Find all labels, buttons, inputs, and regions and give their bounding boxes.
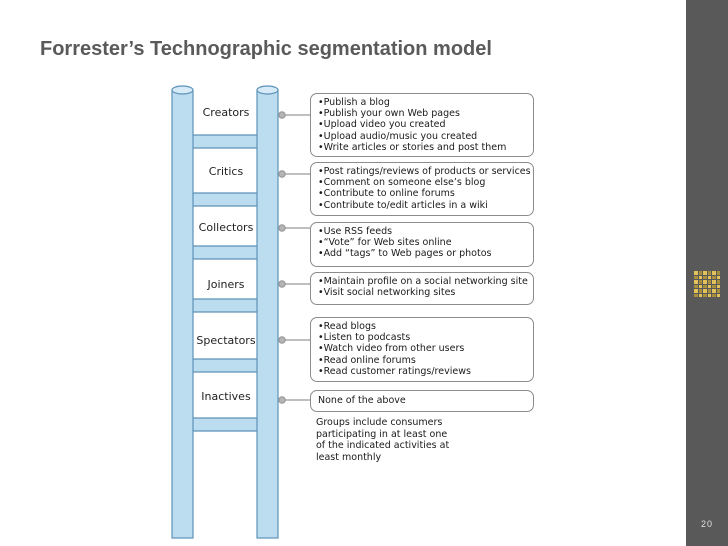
footnote-line: of the indicated activities at: [316, 440, 450, 451]
page-title: Forrester’s Technographic segmentation m…: [40, 38, 492, 60]
inactives-text: None of the above: [318, 395, 406, 406]
list-item: Listen to podcasts: [318, 332, 526, 343]
list-item: Add “tags” to Web pages or photos: [318, 248, 526, 259]
tier-label-collectors: Collectors: [198, 221, 254, 234]
list-item: Maintain profile on a social networking …: [318, 276, 528, 287]
list-item: Watch video from other users: [318, 343, 526, 354]
footnote-line: participating in at least one: [316, 428, 448, 440]
list-item: Publish your own Web pages: [318, 108, 526, 119]
critics-activities: Post ratings/reviews of products or serv…: [310, 162, 534, 216]
footnote-line: least monthly: [316, 451, 382, 463]
list-item: Read blogs: [318, 321, 526, 332]
list-item: Read online forums: [318, 355, 526, 366]
logo-grid-icon: [694, 271, 720, 297]
ladder-left-rail: [171, 85, 194, 539]
footnote-line: Groups include consumers: [316, 417, 443, 428]
side-bar: [686, 0, 728, 546]
list-item: “Vote” for Web sites online: [318, 237, 526, 248]
list-item: Contribute to online forums: [318, 188, 526, 199]
tier-label-critics: Critics: [208, 165, 244, 178]
collectors-activities: Use RSS feeds “Vote” for Web sites onlin…: [310, 222, 534, 267]
spectators-activities: Read blogs Listen to podcasts Watch vide…: [310, 317, 534, 382]
inactives-activities: None of the above: [310, 390, 534, 412]
tier-label-creators: Creators: [202, 106, 250, 119]
joiners-activities: Maintain profile on a social networking …: [310, 272, 534, 305]
list-item: Use RSS feeds: [318, 226, 526, 237]
list-item: Upload audio/music you created: [318, 131, 526, 142]
footnote: Groups include consumers participating i…: [316, 417, 456, 463]
creators-activities: Publish a blog Publish your own Web page…: [310, 93, 534, 157]
list-item: Read customer ratings/reviews: [318, 366, 526, 377]
ladder-rungs: [185, 134, 263, 432]
page-number: 20: [700, 519, 713, 529]
ladder-right-rail: [256, 85, 279, 539]
list-item: Comment on someone else’s blog: [318, 177, 526, 188]
tier-label-spectators: Spectators: [196, 334, 256, 347]
connector-lines: [278, 111, 310, 404]
list-item: Upload video you created: [318, 119, 526, 130]
tier-label-joiners: Joiners: [207, 278, 245, 291]
tier-label-inactives: Inactives: [201, 390, 251, 403]
list-item: Post ratings/reviews of products or serv…: [318, 166, 531, 177]
list-item: Contribute to/edit articles in a wiki: [318, 200, 526, 211]
list-item: Write articles or stories and post them: [318, 142, 526, 153]
list-item: Publish a blog: [318, 97, 526, 108]
list-item: Visit social networking sites: [318, 287, 526, 298]
